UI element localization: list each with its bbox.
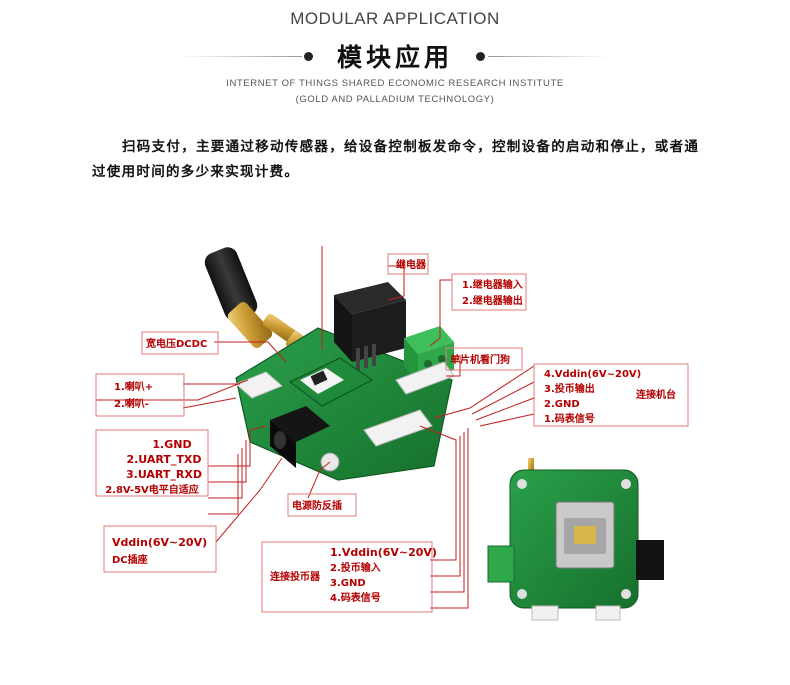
title-english: MODULAR APPLICATION xyxy=(290,9,500,28)
side-jack-icon xyxy=(636,540,664,580)
callout-speaker-pos: 1.喇叭+ xyxy=(114,380,153,393)
callout-machine-coin-out: 3.投币输出 xyxy=(544,382,595,395)
side-terminal-icon xyxy=(487,545,515,583)
title-divider-left xyxy=(180,56,302,57)
title-dot-right xyxy=(476,52,485,61)
callout-coin-meter: 4.码表信号 xyxy=(330,591,381,604)
callout-relay-input: 1.继电器输入 xyxy=(462,278,523,291)
sim-card-slot-icon xyxy=(555,501,615,569)
board-backside xyxy=(487,458,664,621)
callout-uart-rxd: 3.UART_RXD xyxy=(126,468,202,481)
callout-mcu-watchdog: 单片机看门狗 xyxy=(450,353,510,366)
callout-relay: 继电器 xyxy=(396,258,427,271)
callout-dc-jack: DC插座 xyxy=(112,553,148,566)
callout-uart-txd: 2.UART_TXD xyxy=(126,453,201,466)
leader-lines xyxy=(95,246,535,609)
callout-power-protect: 电源防反插 xyxy=(292,499,342,512)
callout-wide-voltage: 宽电压DCDC xyxy=(145,337,207,350)
callout-dc-vdd: Vddin(6V~20V) xyxy=(112,536,207,549)
dc-jack-icon xyxy=(270,406,330,468)
pin-header-icon xyxy=(356,344,376,370)
callout-relay-output: 2.继电器输出 xyxy=(462,294,523,307)
callout-machine-vdd: 4.Vddin(6V~20V) xyxy=(544,369,641,380)
callout-machine-meter: 1.码表信号 xyxy=(544,412,595,425)
callout-coin-title: 连接投币器 xyxy=(270,570,321,583)
callout-boxes xyxy=(95,253,689,613)
relay-icon xyxy=(334,282,406,362)
callout-uart-level: 2.8V-5V电平自适应 xyxy=(105,483,199,496)
callout-uart-gnd: 1.GND xyxy=(152,438,191,451)
callout-coin-vdd: 1.Vddin(6V~20V) xyxy=(330,546,437,559)
section-header: MODULAR APPLICATION 模块应用 INTERNET OF THI… xyxy=(0,0,790,110)
callout-coin-gnd: 3.GND xyxy=(330,578,366,589)
callout-machine-title: 连接机台 xyxy=(636,388,676,401)
subtitle-company: (GOLD AND PALLADIUM TECHNOLOGY) xyxy=(295,94,495,105)
subtitle-institute: INTERNET OF THINGS SHARED ECONOMIC RESEA… xyxy=(226,78,564,89)
main-board xyxy=(204,247,455,481)
title-dot-left xyxy=(304,52,313,61)
title-chinese: 模块应用 xyxy=(336,43,453,72)
gsm-module-icon xyxy=(289,357,373,407)
callout-speaker-neg: 2.喇叭- xyxy=(114,397,149,410)
callout-coin-input: 2.投币输入 xyxy=(330,561,381,574)
callout-machine-gnd: 2.GND xyxy=(544,399,580,410)
module-diagram: 继电器 1.继电器输入 2.继电器输出 宽电压DCDC 单片机看门狗 1.喇叭+… xyxy=(95,246,689,621)
title-row: 模块应用 xyxy=(0,38,790,74)
white-connector-icon xyxy=(235,361,455,447)
title-divider-right xyxy=(488,56,610,57)
description-text: 扫码支付，主要通过移动传感器，给设备控制板发命令，控制设备的启动和停止，或者通过… xyxy=(92,139,700,180)
